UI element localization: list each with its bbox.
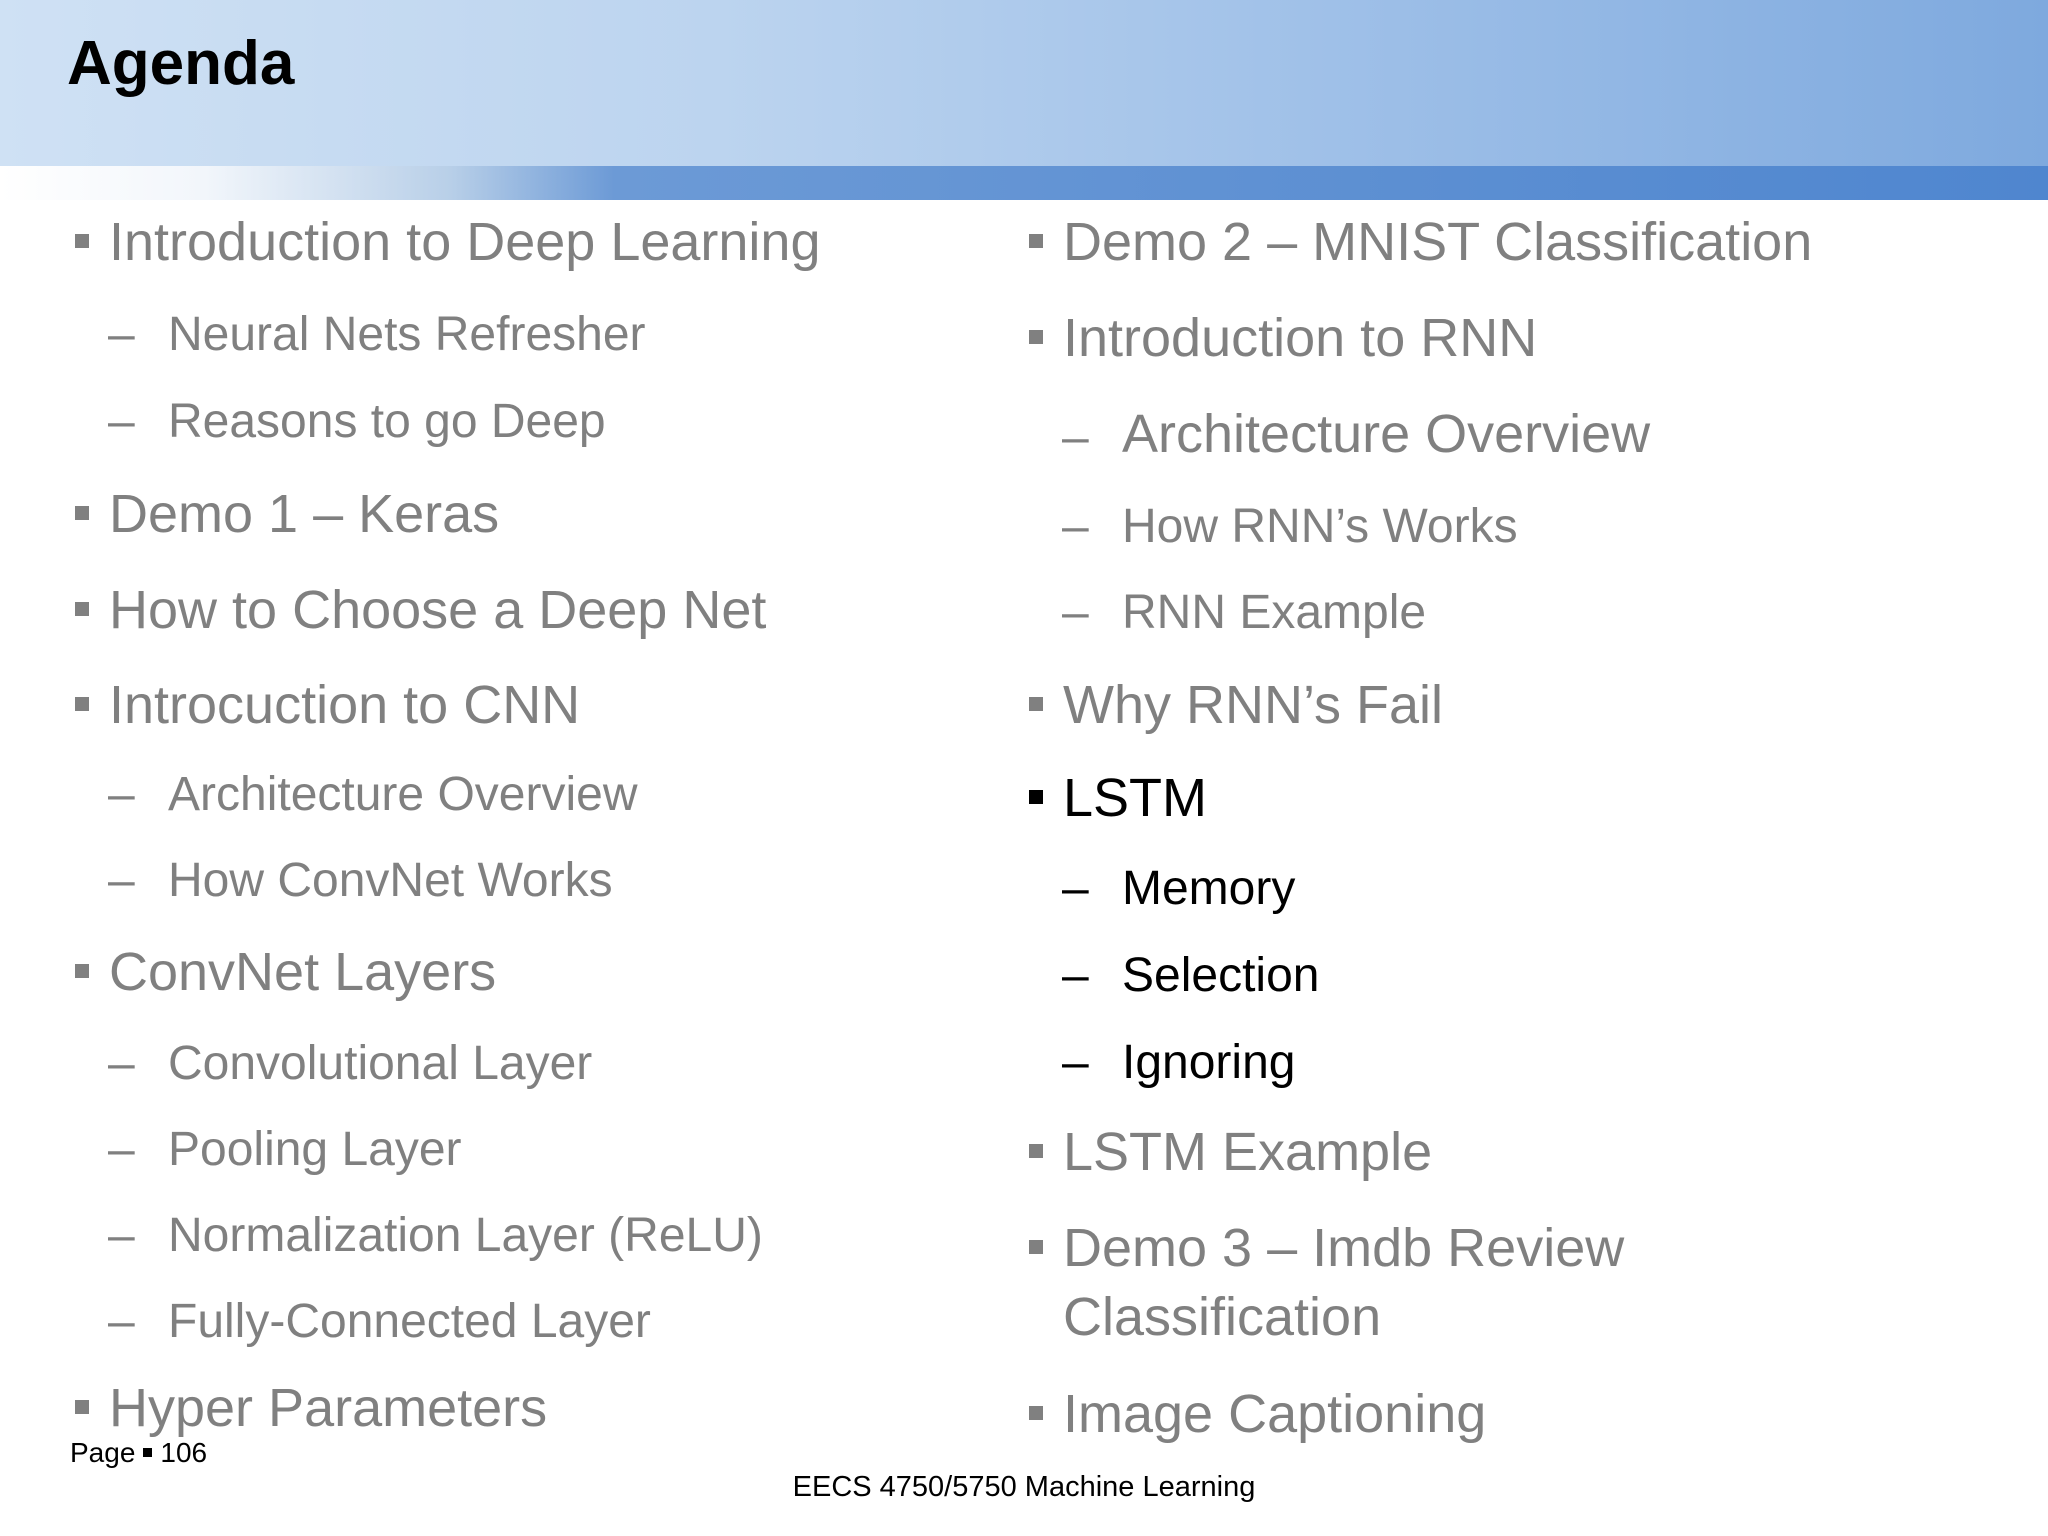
agenda-item-text: How to Choose a Deep Net xyxy=(109,580,767,640)
agenda-item: Introcuction to CNN xyxy=(75,671,581,739)
agenda-item: LSTM xyxy=(1029,764,1208,832)
agenda-subitem: –Reasons to go Deep xyxy=(108,392,606,452)
agenda-item-text: Selection xyxy=(1122,949,1320,1002)
agenda-item-text: Pooling Layer xyxy=(168,1123,462,1176)
agenda-item: Demo 1 – Keras xyxy=(75,480,500,548)
agenda-item-text: How RNN’s Works xyxy=(1122,500,1518,553)
square-bullet-icon xyxy=(75,234,89,248)
agenda-item: Introduction to RNN xyxy=(1029,304,1538,372)
square-bullet-icon xyxy=(1029,1144,1043,1158)
agenda-subitem: –Architecture Overview xyxy=(1062,400,1651,468)
agenda-subitem: –RNN Example xyxy=(1062,583,1427,643)
agenda-subitem: –Fully-Connected Layer xyxy=(108,1292,651,1352)
agenda-item-text: Demo 2 – MNIST Classification xyxy=(1063,212,1813,272)
agenda-subitem: –Memory xyxy=(1062,859,1296,919)
agenda-item: How to Choose a Deep Net xyxy=(75,576,767,644)
square-bullet-icon xyxy=(75,697,89,711)
dash-bullet-icon: – xyxy=(1062,500,1089,553)
square-bullet-icon xyxy=(1029,234,1043,248)
agenda-item: Image Captioning xyxy=(1029,1380,1487,1448)
agenda-item: Demo 2 – MNIST Classification xyxy=(1029,208,1813,276)
agenda-item-text: Ignoring xyxy=(1122,1036,1296,1089)
dash-bullet-icon: – xyxy=(108,1123,135,1176)
square-bullet-icon xyxy=(1029,330,1043,344)
square-bullet-icon xyxy=(1029,1240,1043,1254)
dash-bullet-icon: – xyxy=(108,395,135,448)
agenda-item-text: Demo 1 – Keras xyxy=(109,484,500,544)
dash-bullet-icon: – xyxy=(108,1037,135,1090)
dash-bullet-icon: – xyxy=(1062,862,1089,915)
agenda-subitem: –How RNN’s Works xyxy=(1062,497,1518,557)
agenda-subitem: –Ignoring xyxy=(1062,1033,1296,1093)
agenda-item: Introduction to Deep Learning xyxy=(75,208,821,276)
agenda-item-text: Memory xyxy=(1122,862,1296,915)
agenda-item-text: RNN Example xyxy=(1122,586,1427,639)
agenda-item: Demo 3 – Imdb Review xyxy=(1029,1214,1625,1282)
agenda-subitem: –Architecture Overview xyxy=(108,765,638,825)
slide-title: Agenda xyxy=(67,29,295,98)
title-bar xyxy=(0,0,2048,166)
agenda-item-text: Classification xyxy=(1063,1287,1382,1347)
agenda-subitem: –Pooling Layer xyxy=(108,1120,462,1180)
square-bullet-icon xyxy=(1029,1406,1043,1420)
agenda-item: Hyper Parameters xyxy=(75,1374,548,1442)
course-footer: EECS 4750/5750 Machine Learning xyxy=(792,1471,1256,1503)
agenda-item-text: Architecture Overview xyxy=(168,768,638,821)
agenda-item-text: Reasons to go Deep xyxy=(168,395,606,448)
agenda-item: Why RNN’s Fail xyxy=(1029,671,1444,739)
agenda-item-text: ConvNet Layers xyxy=(109,942,497,1002)
square-bullet-icon xyxy=(1029,697,1043,711)
dash-bullet-icon: – xyxy=(108,768,135,821)
agenda-item-text: Normalization Layer (ReLU) xyxy=(168,1209,763,1262)
agenda-subitem: –How ConvNet Works xyxy=(108,851,613,911)
agenda-item-text: Image Captioning xyxy=(1063,1384,1487,1444)
dash-bullet-icon: – xyxy=(108,1295,135,1348)
agenda-item-text: Neural Nets Refresher xyxy=(168,308,646,361)
agenda-item-text: Demo 3 – Imdb Review xyxy=(1063,1218,1625,1278)
square-bullet-icon xyxy=(75,964,89,978)
dash-bullet-icon: – xyxy=(1062,586,1089,639)
agenda-item-text: LSTM xyxy=(1063,768,1208,828)
agenda-item-text: Hyper Parameters xyxy=(109,1378,548,1438)
dash-bullet-icon: – xyxy=(1062,949,1089,1002)
square-bullet-icon xyxy=(1029,790,1043,804)
agenda-item-text: LSTM Example xyxy=(1063,1122,1433,1182)
dash-bullet-icon: – xyxy=(108,854,135,907)
agenda-subitem: –Convolutional Layer xyxy=(108,1034,593,1094)
square-bullet-icon xyxy=(75,1400,89,1414)
agenda-item-text: How ConvNet Works xyxy=(168,854,613,907)
title-underline-band xyxy=(0,166,2048,200)
square-bullet-icon xyxy=(75,602,89,616)
agenda-item-text: Fully-Connected Layer xyxy=(168,1295,651,1348)
agenda-item-text: Introcuction to CNN xyxy=(109,675,581,735)
page-number: Page 106 xyxy=(70,1437,207,1469)
dash-bullet-icon: – xyxy=(108,1209,135,1262)
square-bullet-icon xyxy=(75,506,89,520)
agenda-item-text: Convolutional Layer xyxy=(168,1037,593,1090)
agenda-subitem: –Normalization Layer (ReLU) xyxy=(108,1206,763,1266)
dash-bullet-icon: – xyxy=(108,308,135,361)
agenda-item: LSTM Example xyxy=(1029,1118,1433,1186)
page-separator-icon xyxy=(143,1448,153,1458)
agenda-item: Classification xyxy=(1063,1283,1381,1351)
agenda-item: ConvNet Layers xyxy=(75,938,497,1006)
page-number-value: 106 xyxy=(160,1437,208,1468)
dash-bullet-icon: – xyxy=(1062,411,1089,464)
agenda-item-text: Introduction to Deep Learning xyxy=(109,212,821,272)
agenda-subitem: –Neural Nets Refresher xyxy=(108,305,646,365)
dash-bullet-icon: – xyxy=(1062,1036,1089,1089)
agenda-subitem: –Selection xyxy=(1062,946,1320,1006)
page-label: Page xyxy=(70,1437,136,1468)
agenda-item-text: Why RNN’s Fail xyxy=(1063,675,1444,735)
agenda-item-text: Introduction to RNN xyxy=(1063,308,1538,368)
agenda-item-text: Architecture Overview xyxy=(1122,404,1651,464)
